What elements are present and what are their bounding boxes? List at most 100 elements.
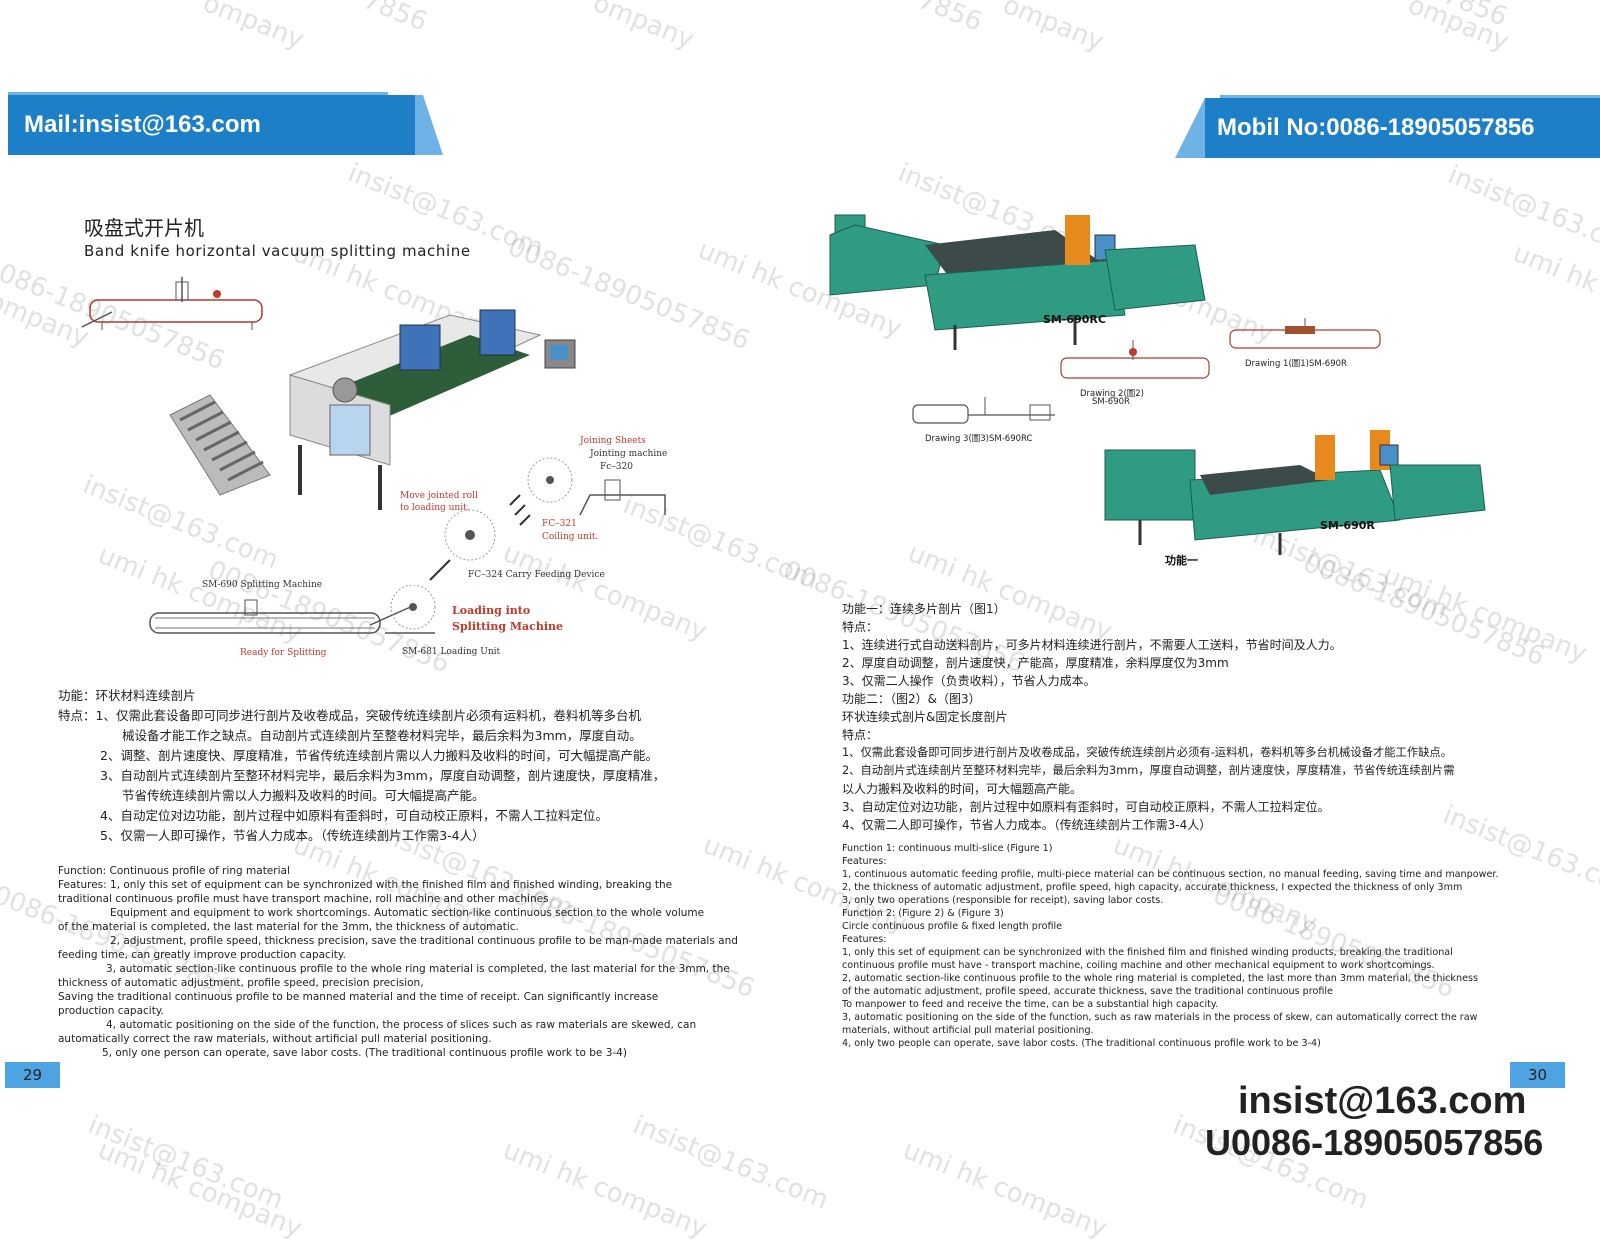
zh-line: 2、调整、剖片速度快、厚度精准，节省传统连续剖片需以人力搬料及收料的时间，可大幅…	[100, 748, 658, 763]
sm690r-machine-image	[1104, 430, 1486, 555]
mail-banner: Mail:insist@163.com	[8, 95, 423, 155]
zh-line: 3、自动定位对边功能，剖片过程中如原料有歪斜时，可自动校正原料，不需人工拉料定位…	[842, 800, 1330, 814]
en-line: Saving the traditional continuous profil…	[58, 991, 659, 1003]
label-loading-into: Loading into	[452, 604, 531, 617]
label-drawing2b: SM-690R	[1092, 397, 1130, 407]
en-line: thickness of automatic adjustment, profi…	[58, 977, 424, 989]
watermark: ompany	[998, 0, 1108, 58]
watermark: 7856	[913, 0, 987, 38]
drawing-1	[1229, 318, 1381, 349]
zh-line: 节省传统连续剖片需以人力搬料及收料的时间。可大幅提高产能。	[122, 788, 485, 803]
banner-tail	[1175, 98, 1210, 158]
carry-roll-drawing	[444, 509, 496, 561]
zh-line: 械设备才能工作之缺点。自动剖片式连续剖片至整卷材料完毕，最后余料为3mm，厚度自…	[122, 728, 642, 743]
zh-line: 3、自动剖片式连续剖片至整环材料完毕，最后余料为3mm，厚度自动调整，剖片速度快…	[100, 768, 666, 783]
label-drawing1: Drawing 1(圖1)SM-690R	[1245, 359, 1347, 369]
en-line: 2, the thickness of automatic adjustment…	[842, 882, 1463, 893]
watermark: insist@163.com	[1438, 800, 1600, 906]
en-line: automatically correct the raw materials,…	[58, 1033, 492, 1045]
drawing-3	[912, 397, 1055, 424]
drawing-2	[1060, 340, 1210, 379]
jointing-machine-drawing	[527, 457, 666, 516]
label-sm690: SM-690 Splitting Machine	[202, 580, 323, 590]
zh-line: 特点：	[842, 728, 879, 742]
en-line: Equipment and equipment to work shortcom…	[110, 907, 705, 919]
en-line: Function 1: continuous multi-slice (Figu…	[842, 843, 1053, 854]
page-title-zh: 吸盘式开片机	[84, 216, 204, 240]
splitting-line-drawing	[149, 585, 436, 634]
zh-line: 1、连续进行式自动送料剖片，可多片材料连续进行剖片，不需要人工送料，节省时间及人…	[842, 638, 1342, 652]
zh-line: 特点：	[842, 620, 879, 634]
en-line: 4, only two people can operate, save lab…	[842, 1038, 1321, 1049]
zh-line: 5、仅需一人即可操作，节省人力成本。（传统连续剖片工作需3-4人）	[100, 828, 485, 843]
zh-line: 2、自动剖片式连续剖片至整环材料完毕，最后余料为3mm，厚度自动调整，剖片速度快…	[842, 764, 1455, 777]
mobile-text: Mobil No:0086-18905057856	[1217, 114, 1535, 141]
page-title-en: Band knife horizontal vacuum splitting m…	[84, 242, 471, 260]
watermark: umi hk company	[898, 1135, 1112, 1244]
arrows	[509, 494, 531, 526]
label-drawing3: Drawing 3(圖3)SM-690RC	[925, 434, 1033, 444]
label-drawing2a: Drawing 2(圖2)	[1080, 389, 1144, 399]
en-line: Features: 1, only this set of equipment …	[58, 879, 673, 891]
label-fc321: FC–321	[542, 519, 577, 529]
en-line: materials, without artificial pull mater…	[842, 1025, 1094, 1036]
label-coiling-unit: Coiling unit.	[542, 532, 599, 542]
en-line: To manpower to feed and receive the time…	[842, 999, 1219, 1010]
machine-line-drawing	[82, 277, 263, 330]
watermark: ompany	[588, 0, 698, 56]
en-line: Features:	[842, 934, 887, 945]
label-to-loading-unit: to loading unit.	[400, 503, 470, 513]
en-line: Function: Continuous profile of ring mat…	[58, 865, 290, 877]
en-line: 4, automatic positioning on the side of …	[106, 1019, 697, 1031]
zh-line: 4、仅需二人即可操作，节省人力成本。（传统连续剖片工作需3-4人）	[842, 818, 1212, 832]
mail-text: Mail:insist@163.com	[24, 111, 261, 138]
zh-line: 以人力搬料及收料的时间，可大幅题高产能。	[842, 782, 1083, 796]
label-sm690rc: SM-690RC	[1043, 313, 1106, 326]
banner-tail	[415, 95, 443, 155]
en-line: of the material is completed, the last m…	[58, 921, 519, 933]
vacuum-splitting-machine-image	[169, 309, 576, 510]
en-line: 2, automatic section-like continuous pro…	[842, 973, 1478, 984]
en-line: 1, continuous automatic feeding profile,…	[842, 869, 1499, 880]
en-line: continuous profile must have - transport…	[842, 960, 1435, 971]
en-line: 3, only two operations (responsible for …	[842, 895, 1164, 906]
footer-email: insist@163.com	[1238, 1080, 1527, 1122]
en-line: feeding time, can greatly improve produc…	[58, 949, 346, 961]
label-sm690r: SM-690R	[1320, 519, 1375, 532]
en-line: production capacity.	[58, 1005, 164, 1017]
zh-line: 功能：环状材料连续剖片	[58, 688, 196, 703]
sm690rc-machine-image	[829, 214, 1206, 350]
label-jointing-machine: Jointing machine	[590, 449, 668, 459]
zh-line: 功能一：连续多片剖片（图1）	[842, 602, 1006, 616]
watermark: ompany	[198, 0, 308, 56]
label-joining-sheets: Joining Sheets	[580, 436, 646, 446]
zh-line: 特点：1、仅需此套设备即可同步进行剖片及收卷成品，突破传统连续剖片必须有运料机，…	[58, 708, 641, 723]
en-line: Features:	[842, 856, 887, 867]
footer-phone: U0086-18905057856	[1205, 1122, 1544, 1163]
page-number-right: 30	[1510, 1062, 1565, 1088]
label-splitting-machine: Splitting Machine	[452, 620, 564, 633]
label-fc320: Fc–320	[600, 462, 633, 472]
en-line: traditional continuous profile must have…	[58, 893, 549, 905]
en-line: of the automatic adjustment, profile spe…	[842, 986, 1333, 997]
en-line: Circle continuous profile & fixed length…	[842, 921, 1063, 932]
watermark: umi hk company	[1508, 238, 1600, 347]
page-number-left: 29	[5, 1062, 60, 1088]
arrows	[429, 559, 451, 581]
en-line: 3, automatic section-like continuous pro…	[106, 963, 730, 975]
en-line: Function 2: (Figure 2) & (Figure 3)	[842, 908, 1004, 919]
watermark: 7856	[358, 0, 432, 38]
label-sm681: SM-681 Loading Unit	[402, 647, 501, 657]
en-line: 1, only this set of equipment can be syn…	[842, 947, 1453, 958]
zh-line: 功能二：（图2）&（图3）	[842, 692, 981, 706]
label-move-jointed-roll: Move jointed roll	[400, 491, 478, 501]
zh-line: 环状连续式剖片&固定长度剖片	[842, 710, 1008, 724]
label-ready-for-splitting: Ready for Splitting	[240, 648, 327, 658]
zh-line: 4、自动定位对边功能，剖片过程中如原料有歪斜时，可自动校正原料，不需人工拉料定位…	[100, 808, 608, 823]
mobile-banner: Mobil No:0086-18905057856	[1205, 98, 1600, 158]
label-fc324: FC–324 Carry Feeding Device	[468, 570, 605, 580]
zh-line: 2、厚度自动调整，剖片速度快，产能高，厚度精准，余料厚度仅为3mm	[842, 656, 1229, 670]
en-line: 2, adjustment, profile speed, thickness …	[110, 935, 738, 947]
en-line: 3, automatic positioning on the side of …	[842, 1012, 1478, 1023]
zh-line: 3、仅需二人操作（负责收料），节省人力成本。	[842, 674, 1096, 688]
